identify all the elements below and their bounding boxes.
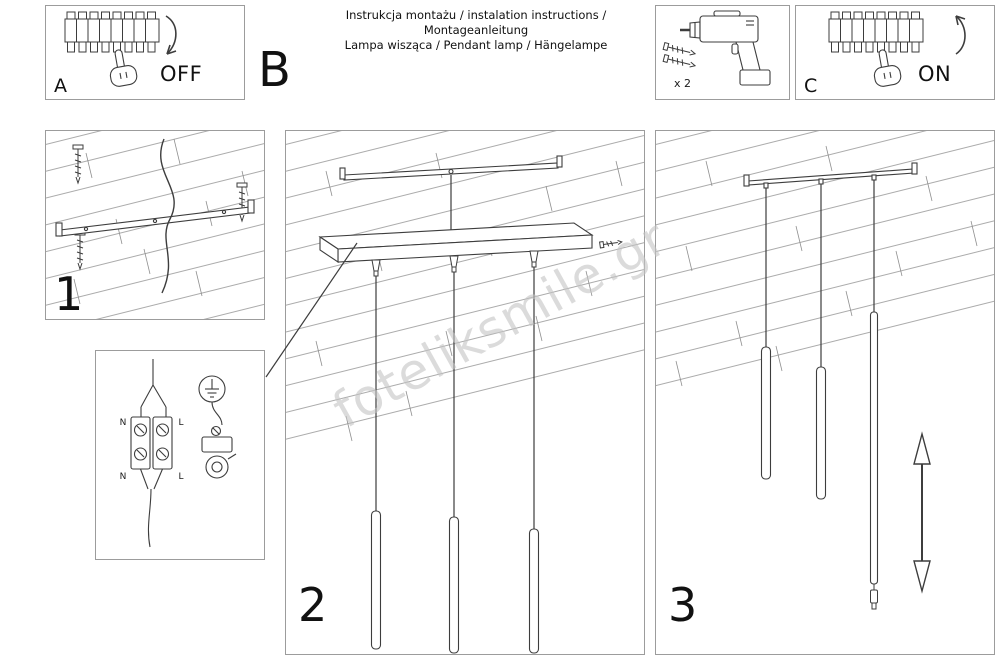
up-down-arrow-icon xyxy=(913,431,931,594)
step-1-illustration xyxy=(46,131,264,319)
breaker-state-off: OFF xyxy=(160,62,203,86)
title-line-1: Instrukcja montażu / instalation instruc… xyxy=(345,8,607,37)
panel-a-label: A xyxy=(54,75,67,97)
step-2-number: 2 xyxy=(298,578,328,632)
pendant-tubes xyxy=(370,510,540,654)
cable-clamp-icon xyxy=(201,425,237,479)
cord-grips xyxy=(371,250,539,277)
terminal-label-l-top: L xyxy=(178,418,183,428)
arrow-down-icon xyxy=(165,15,177,55)
ceiling-rail-icon xyxy=(743,162,918,189)
wiring-detail-panel: N L N L xyxy=(95,350,265,560)
step-3-illustration xyxy=(656,131,994,610)
pendant-cords xyxy=(765,180,875,367)
panel-c-label: C xyxy=(804,75,818,97)
terminal-label-l-bottom: L xyxy=(178,472,183,482)
pendant-tubes xyxy=(760,311,879,585)
step-3-number: 3 xyxy=(668,578,698,632)
tools-illustration: x 2 xyxy=(662,10,771,90)
screw-icon xyxy=(599,240,623,249)
circuit-breaker-icon xyxy=(64,11,160,53)
screws-icon xyxy=(662,41,697,68)
plank-joints xyxy=(675,145,978,387)
breaker-state-on: ON xyxy=(918,62,952,86)
circuit-breaker-icon xyxy=(828,11,924,53)
step-2-illustration xyxy=(286,131,644,654)
panel-breaker-off: A OFF xyxy=(45,5,245,100)
step-2-panel: 2 xyxy=(285,130,645,655)
hand-icon xyxy=(869,47,903,89)
terminal-label-n-bottom: N xyxy=(120,472,127,482)
step-1-panel: 1 xyxy=(45,130,265,320)
cable-icon xyxy=(160,138,175,294)
step-1-number: 1 xyxy=(54,267,84,321)
arrow-up-icon xyxy=(955,15,966,55)
step-3-panel: 3 xyxy=(655,130,995,655)
title-line-2: Lampa wisząca / Pendant lamp / Hängelamp… xyxy=(344,38,608,52)
drill-icon xyxy=(680,10,771,86)
ceiling-planks xyxy=(286,131,644,463)
breaker-off-illustration xyxy=(64,11,177,89)
terminal-block-icon xyxy=(130,416,173,470)
hand-icon xyxy=(105,47,139,89)
mounting-bracket-icon xyxy=(339,155,563,181)
screws-qty-label: x 2 xyxy=(674,77,691,90)
wiring-detail-illustration: N L N L xyxy=(120,359,237,548)
sheet-title: Instrukcja montażu / instalation instruc… xyxy=(300,8,652,53)
mounting-bracket-icon xyxy=(55,199,255,237)
ground-symbol-icon xyxy=(198,375,226,403)
terminal-label-n-top: N xyxy=(120,418,127,428)
pendant-cords xyxy=(375,267,535,529)
section-letter-b: B xyxy=(258,42,291,98)
cord-connector-icon xyxy=(870,584,878,610)
breaker-on-illustration xyxy=(828,11,966,89)
panel-tools: x 2 xyxy=(655,5,790,100)
panel-breaker-on: C ON xyxy=(795,5,995,100)
